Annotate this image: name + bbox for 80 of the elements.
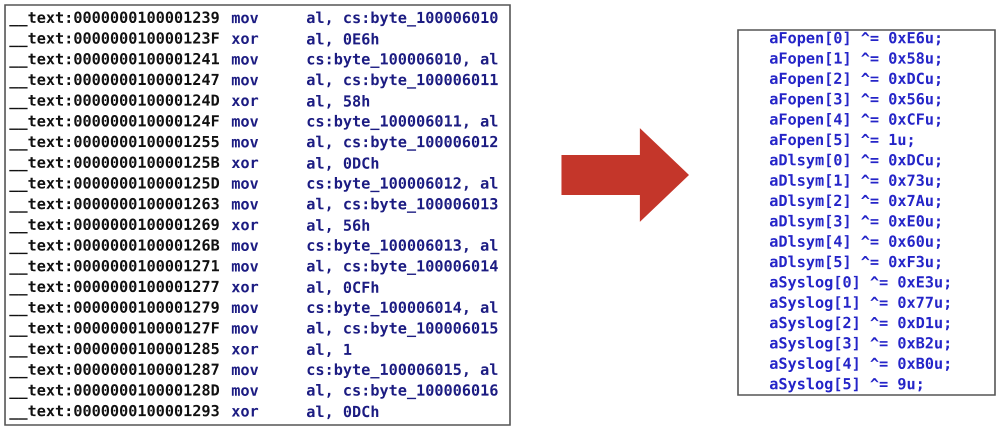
address-text: __text:0000000100001263 (9, 198, 219, 213)
code-line: aDlsym[4] ^= 0x60u; (770, 235, 940, 250)
operand-text: al, cs:byte_100006015 (306, 322, 498, 338)
instruction-mnemonic: mov (232, 242, 258, 252)
instruction-mnemonic: xor (232, 160, 258, 168)
code-line: aFopen[4] ^= 0xCFu; (770, 113, 940, 128)
instruction-mnemonic: mov (232, 387, 258, 396)
address-text: __text:0000000100001255 (9, 136, 219, 151)
code-line: aSyslog[5] ^= 9u; (770, 378, 922, 392)
operand-text: al, 0E6h (306, 32, 378, 47)
operand-text: al, 58h (306, 94, 370, 109)
code-line: aSyslog[3] ^= 0xB2u; (770, 336, 949, 352)
code-line: aSyslog[4] ^= 0xB0u; (770, 357, 949, 372)
code-line: aDlsym[3] ^= 0xE0u; (770, 214, 940, 230)
address-text: __text:000000010000125B (9, 156, 220, 172)
code-line: aFopen[1] ^= 0x58u; (770, 52, 940, 67)
address-text: __text:0000000100001271 (9, 260, 219, 275)
code-panel (4, 4, 511, 426)
operand-text: al, 0DCh (306, 157, 378, 171)
address-text: __text:000000010000124D (9, 94, 220, 110)
address-text: __text:000000010000128D (9, 384, 220, 400)
code-line: aSyslog[2] ^= 0xD1u; (770, 316, 949, 332)
instruction-mnemonic: xor (232, 35, 258, 44)
instruction-mnemonic: xor (232, 97, 258, 106)
code-line: aFopen[5] ^= 1u; (770, 133, 912, 148)
address-text: __text:0000000100001287 (9, 363, 219, 378)
operand-text: cs:byte_100006011, al (308, 114, 498, 130)
operand-text: al, cs:byte_100006016 (306, 384, 498, 400)
instruction-mnemonic: mov (232, 138, 258, 148)
operand-text: al, 0CFh (306, 281, 378, 295)
address-text: __text:0000000100001285 (9, 342, 219, 358)
instruction-mnemonic: mov (232, 366, 258, 376)
code-line: aSyslog[0] ^= 0xE3u; (770, 276, 949, 291)
instruction-mnemonic: mov (232, 56, 258, 65)
address-text: __text:000000010000127F (9, 322, 219, 337)
instruction-mnemonic: xor (232, 222, 258, 230)
code-line: aFopen[2] ^= 0xDCu; (770, 72, 940, 88)
instruction-mnemonic: xor (232, 284, 258, 292)
code-line: aFopen[0] ^= 0xE6u; (770, 32, 940, 46)
operand-text: al, cs:byte_100006013 (306, 198, 498, 213)
address-text: __text:000000010000126B (9, 239, 220, 254)
address-text: __text:0000000100001239 (9, 12, 219, 26)
address-text: __text:0000000100001279 (9, 301, 219, 316)
address-text: __text:000000010000123F (9, 32, 219, 48)
code-line: aDlsym[5] ^= 0xF3u; (770, 256, 940, 270)
operand-text: al, 0DCh (306, 405, 378, 420)
operand-text: al, 56h (306, 219, 370, 233)
address-text: __text:0000000100001269 (9, 218, 219, 234)
operand-text: al, cs:byte_100006011 (306, 74, 498, 89)
address-text: __text:000000010000125D (9, 177, 220, 192)
code-panel (737, 29, 996, 396)
code-line: aSyslog[1] ^= 0x77u; (770, 296, 949, 311)
operand-text: cs:byte_100006010, al (308, 52, 498, 68)
operand-text: al, 1 (306, 343, 352, 358)
instruction-mnemonic: mov (232, 304, 258, 314)
operand-text: al, cs:byte_100006012 (306, 136, 498, 151)
instruction-mnemonic: mov (232, 200, 258, 210)
instruction-mnemonic: xor (232, 346, 258, 355)
instruction-mnemonic: mov (232, 118, 258, 127)
address-text: __text:000000010000124F (9, 115, 219, 130)
instruction-mnemonic: mov (232, 180, 258, 189)
address-text: __text:0000000100001293 (9, 404, 219, 420)
code-line: aDlsym[1] ^= 0x73u; (770, 174, 940, 189)
operand-text: cs:byte_100006015, al (308, 363, 498, 378)
code-line: aDlsym[2] ^= 0x7Au; (770, 194, 940, 210)
operand-text: cs:byte_100006012, al (308, 177, 498, 192)
address-text: __text:0000000100001241 (9, 52, 219, 68)
operand-text: al, cs:byte_100006010 (306, 11, 498, 27)
instruction-mnemonic: mov (232, 263, 258, 272)
instruction-mnemonic: mov (232, 14, 258, 24)
address-text: __text:0000000100001247 (9, 74, 219, 89)
operand-text: cs:byte_100006014, al (308, 301, 498, 316)
instruction-mnemonic: mov (232, 325, 258, 334)
code-line: aFopen[3] ^= 0x56u; (770, 92, 940, 108)
address-text: __text:0000000100001277 (9, 280, 219, 296)
instruction-mnemonic: xor (232, 408, 258, 417)
operand-text: cs:byte_100006013, al (308, 239, 498, 254)
operand-text: al, cs:byte_100006014 (306, 260, 498, 275)
code-line: aDlsym[0] ^= 0xDCu; (770, 154, 940, 168)
instruction-mnemonic: mov (232, 76, 258, 86)
